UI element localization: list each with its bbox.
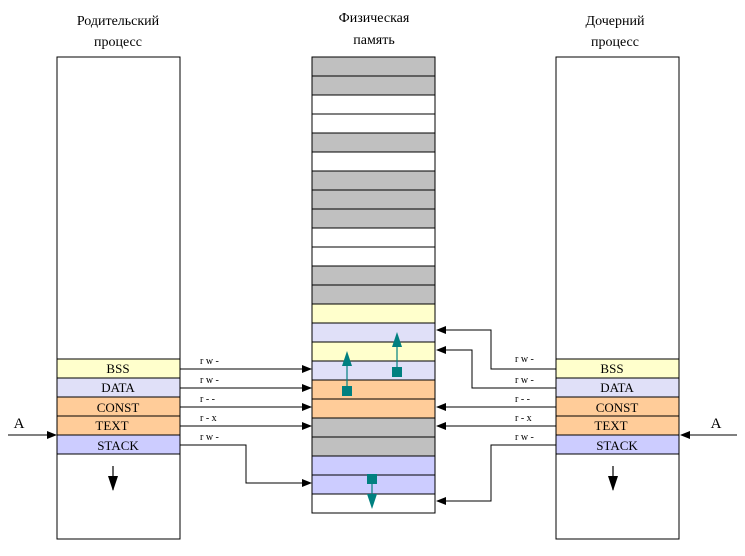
parent-entry-label: A <box>14 416 25 432</box>
memory-title: Физическая память <box>339 11 410 48</box>
data-copy-source-square <box>392 367 402 377</box>
memory-block <box>311 341 436 362</box>
parent-stack-growth-arrowhead <box>108 476 118 491</box>
memory-block <box>311 265 436 286</box>
child-data-permission: r w - <box>515 375 534 386</box>
parent-segment-bss-label: BSS <box>106 361 129 376</box>
child-title-line1: Дочерний <box>586 14 645 29</box>
memory-block <box>311 170 436 191</box>
child-stack-growth-arrowhead <box>608 476 618 491</box>
memory-block <box>311 455 436 476</box>
memory-block <box>311 56 436 77</box>
parent-stack-mapping-arrow <box>180 444 312 487</box>
memory-block <box>311 360 436 381</box>
bss-copy-source-square <box>342 386 352 396</box>
parent-segments: BSS DATA CONST TEXT STACK <box>56 358 181 455</box>
memory-block <box>311 246 436 267</box>
child-const-permission: r - - <box>515 394 530 405</box>
parent-segment-text-label: TEXT <box>95 418 128 433</box>
child-data-mapping-arrow <box>436 346 556 389</box>
child-bss-permission: r w - <box>515 354 534 365</box>
memory-title-line1: Физическая <box>339 11 410 26</box>
physical-memory-column <box>311 56 436 514</box>
memory-block <box>311 94 436 115</box>
memory-block <box>311 75 436 96</box>
stack-copy-source-square <box>367 474 377 484</box>
parent-title: Родительский процесс <box>77 14 160 50</box>
memory-title-line2: память <box>353 33 395 48</box>
child-segment-stack-label: STACK <box>596 438 638 453</box>
memory-block <box>311 284 436 305</box>
parent-data-permission: r w - <box>200 375 219 386</box>
parent-segment-stack-label: STACK <box>97 438 139 453</box>
parent-process-box <box>56 56 181 540</box>
memory-block <box>311 208 436 229</box>
parent-title-line1: Родительский <box>77 14 160 29</box>
memory-block <box>311 322 436 343</box>
child-segment-bss-label: BSS <box>600 361 623 376</box>
memory-block <box>311 189 436 210</box>
memory-block <box>311 227 436 248</box>
parent-text-permission: r - x <box>200 413 217 424</box>
memory-block <box>311 398 436 419</box>
memory-block <box>311 132 436 153</box>
child-segment-text-label: TEXT <box>594 418 627 433</box>
memory-block <box>311 417 436 438</box>
parent-segment-const-label: CONST <box>97 400 140 415</box>
stack-copy-arrowhead <box>367 494 377 509</box>
child-title: Дочерний процесс <box>586 14 645 50</box>
bss-copy-arrowhead <box>342 351 352 366</box>
memory-block <box>311 151 436 172</box>
child-segment-const-label: CONST <box>596 400 639 415</box>
child-segment-data-label: DATA <box>600 380 634 395</box>
parent-bss-permission: r w - <box>200 356 219 367</box>
parent-title-line2: процесс <box>94 35 142 50</box>
memory-block <box>311 436 436 457</box>
parent-mappings: r w - r w - r - - r - x r w - <box>180 356 312 487</box>
child-process-box <box>555 56 680 540</box>
memory-block <box>311 113 436 134</box>
parent-stack-permission: r w - <box>200 432 219 443</box>
child-stack-permission: r w - <box>515 432 534 443</box>
memory-block <box>311 303 436 324</box>
child-text-permission: r - x <box>515 413 532 424</box>
memory-block <box>311 379 436 400</box>
child-bss-mapping-arrow <box>436 326 556 370</box>
child-segments: BSS DATA CONST TEXT STACK <box>555 358 680 455</box>
data-copy-arrowhead <box>392 332 402 347</box>
child-stack-mapping-arrow <box>436 444 556 505</box>
copy-on-write-markers <box>342 332 402 509</box>
child-entry-label: A <box>711 416 722 432</box>
child-title-line2: процесс <box>591 35 639 50</box>
parent-const-permission: r - - <box>200 394 215 405</box>
child-mappings: r w - r w - r - - r - x r w - <box>436 326 556 505</box>
parent-segment-data-label: DATA <box>101 380 135 395</box>
